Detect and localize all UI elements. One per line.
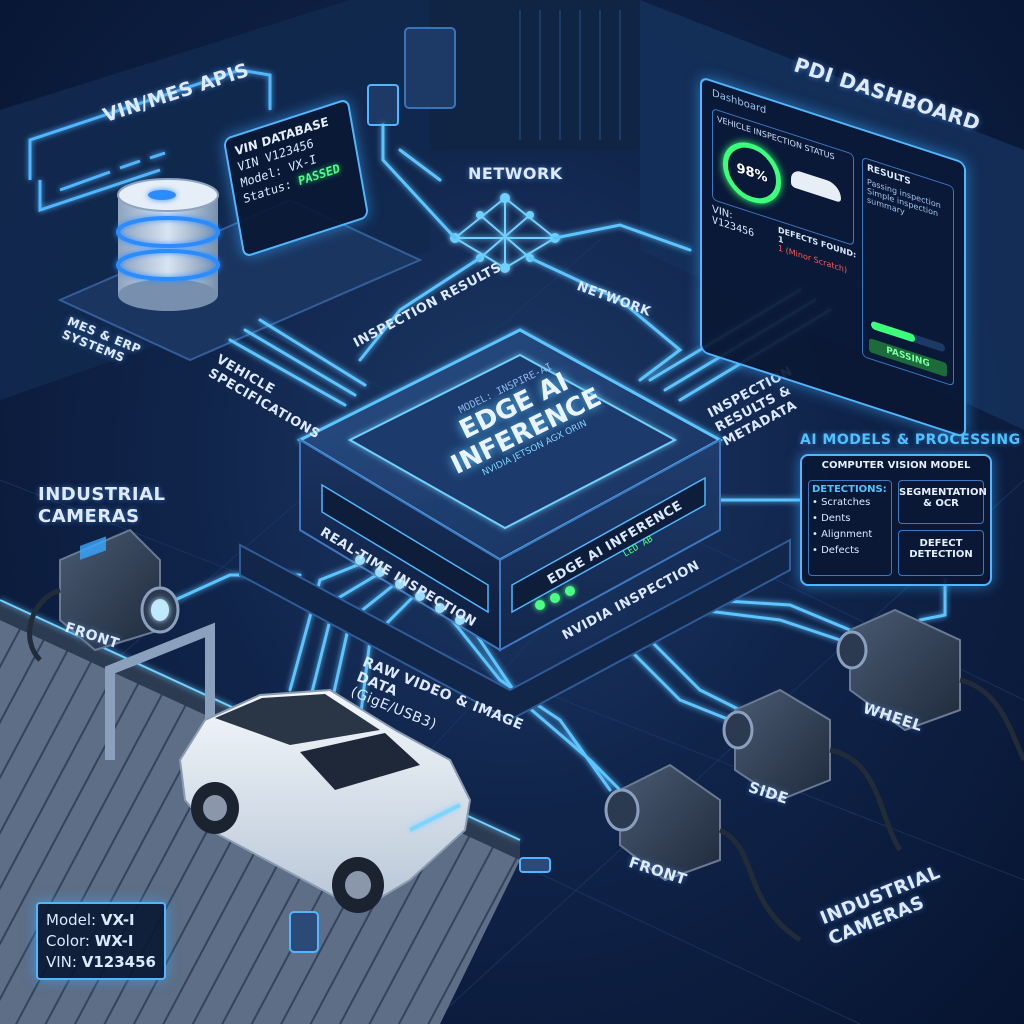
floor-sensor (289, 911, 319, 953)
results-card: RESULTS Passing inspection Simple inspec… (862, 156, 954, 387)
status-led-icon (550, 593, 560, 603)
detection-item: Dents (821, 513, 851, 524)
io-ports (355, 555, 465, 625)
score-gauge: 98% (723, 134, 781, 212)
detections-card: DETECTIONS: • Scratches • Dents • Alignm… (808, 480, 892, 576)
seg-ocr-card: SEGMENTATION & OCR (898, 480, 987, 524)
camera-wheel-icon (836, 608, 1024, 762)
network-hub-icon (450, 193, 560, 273)
scanning-gate (105, 622, 215, 760)
detection-item: Alignment (821, 529, 873, 540)
network-switch (367, 84, 399, 126)
vehicle-color-value: WX-I (94, 932, 134, 950)
cv-model-title: COMPUTER VISION MODEL (821, 460, 971, 471)
vehicle-model-value: VX-I (100, 911, 135, 929)
ai-models-panel: COMPUTER VISION MODEL DETECTIONS: • Scra… (800, 454, 992, 586)
status-led-icon (565, 586, 575, 596)
api-frame (28, 68, 272, 213)
vehicle-vin-value: V123456 (81, 953, 156, 971)
control-panel (404, 27, 456, 109)
detection-item: Defects (821, 545, 860, 556)
score-value: 98% (736, 160, 768, 186)
label-network-top: NETWORK (468, 164, 563, 183)
car-thumbnail-icon (791, 168, 841, 203)
detections-title: DETECTIONS: (812, 484, 887, 495)
label-industrial-cameras-left: INDUSTRIAL CAMERAS (38, 484, 166, 527)
camera-side-icon (722, 688, 903, 852)
vehicle-color-label: Color: (46, 932, 90, 950)
status-led-icon (535, 600, 545, 610)
vehicle-info-card: Model: VX-I Color: WX-I VIN: V123456 (36, 902, 166, 980)
vehicle-icon (178, 688, 472, 913)
vehicle-model-label: Model: (46, 911, 97, 929)
camera-front-left-icon (27, 528, 180, 662)
detection-item: Scratches (821, 497, 871, 508)
edge-ai-box (239, 328, 791, 722)
floor-sensor (519, 857, 551, 873)
camera-front-right-icon (604, 763, 802, 943)
database-icon (116, 178, 220, 311)
defect-detection-card: DEFECT DETECTION (898, 530, 984, 576)
vehicle-vin-label: VIN: (46, 953, 77, 971)
ai-models-title: AI MODELS & PROCESSING (800, 432, 1021, 448)
